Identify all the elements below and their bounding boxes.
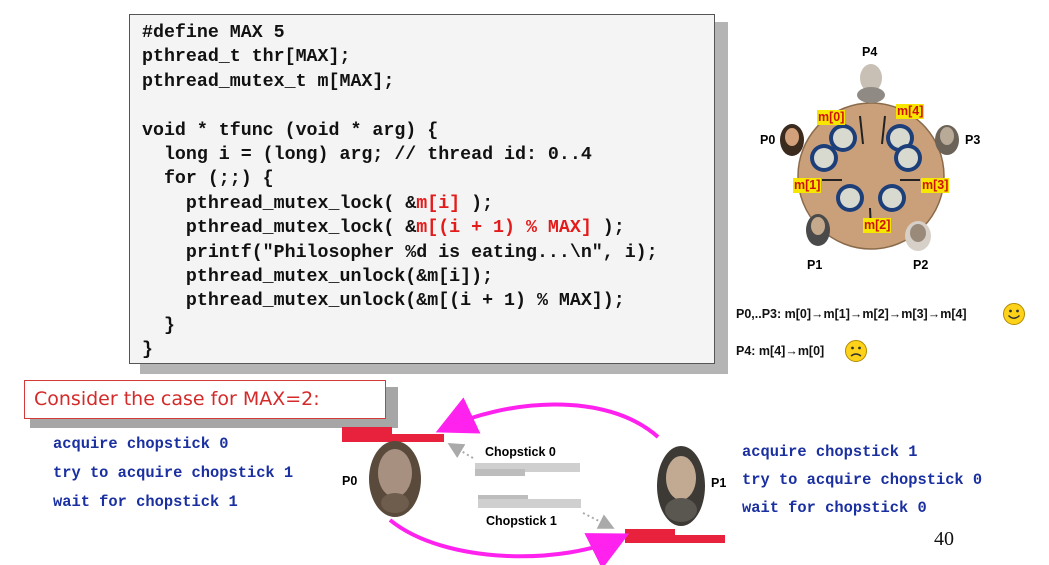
plate bbox=[829, 124, 857, 152]
code-line: pthread_mutex_unlock(&m[i]); bbox=[142, 265, 658, 289]
grey-arrow bbox=[582, 512, 615, 529]
chopstick-1-holder bbox=[625, 529, 675, 540]
code-text: for (;;) { bbox=[142, 169, 274, 190]
p0-step-3: wait for chopstick 1 bbox=[53, 493, 238, 511]
code-text: pthread_mutex_unlock(&m[i]); bbox=[142, 266, 494, 287]
code-text: ); bbox=[591, 218, 625, 239]
chopstick-0-holder bbox=[342, 434, 444, 442]
philosopher-p0-portrait bbox=[780, 124, 804, 156]
mutex-label-m1: m[1] bbox=[793, 178, 822, 193]
code-line: pthread_mutex_t m[MAX]; bbox=[142, 70, 658, 94]
label-p2: P2 bbox=[913, 258, 929, 272]
deadlock-label-p1: P1 bbox=[711, 476, 727, 490]
dining-table-diagram bbox=[780, 64, 959, 251]
grey-arrow bbox=[447, 442, 474, 459]
order-p4: P4: m[4]→m[0] bbox=[736, 344, 825, 358]
code-text: pthread_mutex_unlock(&m[(i + 1) % MAX]); bbox=[142, 291, 625, 312]
philosopher-p2-portrait bbox=[905, 221, 931, 251]
code-text: long i = (long) arg; // thread id: 0..4 bbox=[142, 144, 592, 165]
deadlock-label-p0: P0 bbox=[342, 474, 358, 488]
code-text: #define MAX 5 bbox=[142, 23, 285, 43]
page-number: 40 bbox=[934, 528, 954, 550]
mutex-label-m4: m[4] bbox=[896, 104, 925, 119]
code-text: pthread_mutex_t m[MAX]; bbox=[142, 71, 395, 92]
code-line: pthread_mutex_unlock(&m[(i + 1) % MAX]); bbox=[142, 289, 658, 313]
magenta-arrow-p0-to-chopstick-1 bbox=[388, 518, 630, 565]
chopstick-1-label: Chopstick 1 bbox=[486, 514, 557, 528]
p1-step-1: acquire chopstick 1 bbox=[742, 443, 918, 461]
code-line: for (;;) { bbox=[142, 167, 658, 191]
smiley-happy-icon bbox=[1003, 303, 1025, 325]
code-text: ); bbox=[460, 193, 494, 214]
philosopher-p1-portrait bbox=[806, 214, 830, 246]
label-p1: P1 bbox=[807, 258, 823, 272]
mutex-label-m3: m[3] bbox=[921, 178, 950, 193]
code-line: long i = (long) arg; // thread id: 0..4 bbox=[142, 143, 658, 167]
chopstick-0-holder bbox=[342, 427, 392, 438]
p1-step-3: wait for chopstick 0 bbox=[742, 499, 927, 517]
p0-step-2: try to acquire chopstick 1 bbox=[53, 464, 294, 482]
chopstick-0-label: Chopstick 0 bbox=[485, 445, 556, 459]
order-p0-p3: P0,..P3: m[0]→m[1]→m[2]→m[3]→m[4] bbox=[736, 307, 967, 321]
consider-label: Consider the case for MAX=2: bbox=[24, 380, 386, 419]
philosopher-p3-portrait bbox=[935, 125, 959, 155]
smiley-sad-icon bbox=[845, 340, 867, 362]
code-text: pthread_mutex_lock( & bbox=[142, 193, 417, 214]
code-text: printf("Philosopher %d is eating...\n", … bbox=[142, 242, 658, 263]
code-line: #define MAX 5 bbox=[142, 21, 658, 45]
plate bbox=[810, 144, 838, 172]
label-p4: P4 bbox=[862, 45, 878, 59]
mutex-label-m0: m[0] bbox=[817, 110, 846, 125]
code-highlight: m[(i + 1) % MAX] bbox=[416, 218, 592, 239]
code-line: } bbox=[142, 314, 658, 338]
mutex-label-m2: m[2] bbox=[863, 218, 892, 233]
p0-step-1: acquire chopstick 0 bbox=[53, 435, 229, 453]
code-line: printf("Philosopher %d is eating...\n", … bbox=[142, 241, 658, 265]
code-line: void * tfunc (void * arg) { bbox=[142, 119, 658, 143]
code-text: } bbox=[142, 315, 175, 336]
code-text: pthread_mutex_lock( & bbox=[142, 218, 417, 239]
label-p0: P0 bbox=[760, 133, 776, 147]
p1-step-2: try to acquire chopstick 0 bbox=[742, 471, 983, 489]
code-line: pthread_t thr[MAX]; bbox=[142, 45, 658, 69]
deadlock-diagram bbox=[342, 397, 725, 565]
code-listing: #define MAX 5 pthread_t thr[MAX]; pthread_… bbox=[142, 21, 658, 362]
chopstick-0-bar bbox=[475, 463, 580, 472]
code-text: } bbox=[142, 340, 153, 361]
magenta-arrow-p1-to-chopstick-0 bbox=[435, 397, 660, 439]
code-highlight: m[i] bbox=[416, 193, 461, 214]
chopstick-1-bar bbox=[478, 495, 528, 502]
code-line: pthread_mutex_lock( &m[i] ); bbox=[142, 192, 658, 216]
philosopher-p1-portrait bbox=[657, 446, 705, 526]
philosopher-p4-portrait bbox=[857, 64, 885, 103]
philosopher-p0-portrait bbox=[369, 441, 421, 517]
label-p3: P3 bbox=[965, 133, 981, 147]
code-line: } bbox=[142, 338, 658, 362]
code-text: void * tfunc (void * arg) { bbox=[142, 120, 439, 141]
chopstick-1-bar bbox=[478, 499, 581, 508]
code-line: pthread_mutex_lock( &m[(i + 1) % MAX] ); bbox=[142, 216, 658, 240]
code-text: pthread_t thr[MAX]; bbox=[142, 47, 351, 68]
chopstick-1-holder bbox=[625, 535, 725, 543]
chopstick-0-bar bbox=[475, 469, 525, 476]
plate bbox=[894, 144, 922, 172]
plate bbox=[836, 184, 864, 212]
code-box: #define MAX 5 pthread_t thr[MAX]; pthread_… bbox=[129, 14, 715, 364]
code-line bbox=[142, 94, 658, 118]
plate bbox=[878, 184, 906, 212]
